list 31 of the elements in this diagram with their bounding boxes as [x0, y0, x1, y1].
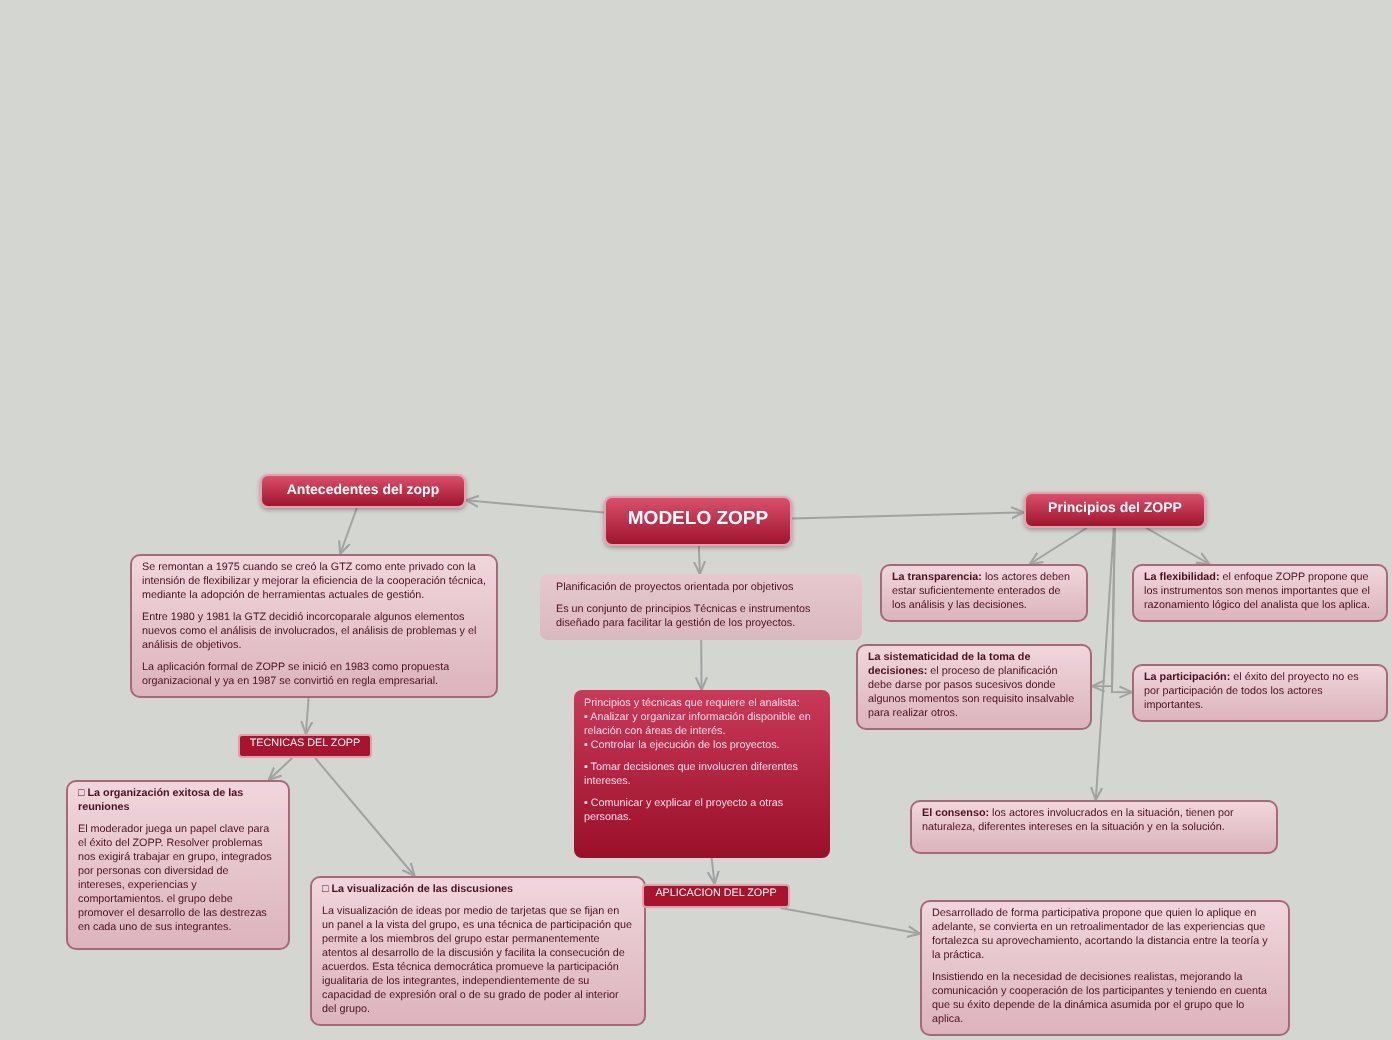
arrow	[338, 507, 358, 556]
arrow	[692, 545, 707, 576]
text-card	[920, 900, 1290, 1037]
arrow	[1090, 527, 1115, 802]
topic-label: MODELO ZOPP	[627, 508, 769, 534]
arrow	[791, 506, 1026, 520]
text-card	[1132, 564, 1388, 623]
arrow	[779, 907, 922, 939]
arrow	[300, 697, 314, 736]
arrow	[1028, 527, 1088, 566]
arrow	[1111, 527, 1134, 699]
arrow	[1145, 527, 1211, 566]
arrow	[464, 494, 605, 514]
arrow	[706, 857, 720, 886]
text-card	[574, 690, 830, 858]
text-card	[856, 644, 1092, 731]
text-card	[66, 780, 290, 950]
text-card	[1132, 664, 1388, 723]
text-card	[880, 564, 1088, 623]
text-card	[130, 554, 498, 699]
text-card	[910, 800, 1278, 854]
subtopic-box	[238, 734, 372, 758]
topic-box	[260, 474, 466, 508]
topic-box	[1024, 492, 1206, 528]
subtopic-box	[642, 884, 790, 908]
arrow	[314, 757, 416, 878]
text-card	[540, 574, 862, 641]
text-card	[310, 876, 646, 1027]
arrow	[267, 757, 294, 782]
main-topic-box	[604, 496, 792, 546]
arrow	[694, 639, 709, 692]
